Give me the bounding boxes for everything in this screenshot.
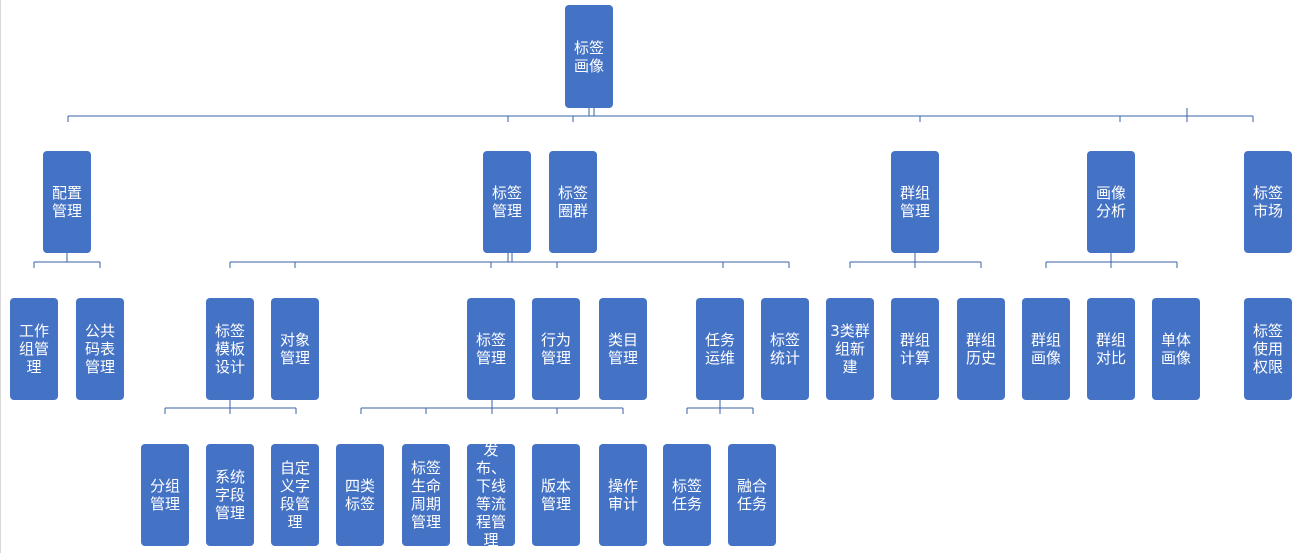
node-label: 标签 生命 周期 管理 [410, 459, 441, 531]
node-label: 标签 任务 [671, 477, 702, 513]
node-label: 标签 画像 [573, 38, 604, 75]
node-label: 单体 画像 [1160, 331, 1191, 367]
node-tag-market[interactable]: 标签 市场 [1244, 151, 1292, 253]
node-group-history[interactable]: 群组 历史 [957, 298, 1005, 400]
node-label: 操作 审计 [607, 477, 638, 513]
node-group-calc[interactable]: 群组 计算 [891, 298, 939, 400]
node-public-code-mgmt[interactable]: 公共 码表 管理 [76, 298, 124, 400]
node-group-portrait[interactable]: 群组 画像 [1022, 298, 1070, 400]
node-label: 融合 任务 [736, 477, 767, 513]
node-label: 群组 管理 [899, 184, 930, 220]
node-single-portrait[interactable]: 单体 画像 [1152, 298, 1200, 400]
node-label: 标签 统计 [769, 331, 800, 367]
node-label: 群组 画像 [1030, 331, 1061, 367]
node-label: 类目 管理 [607, 331, 638, 367]
node-tag-usage-perm[interactable]: 标签 使用 权限 [1244, 298, 1292, 400]
node-label: 标签 使用 权限 [1252, 322, 1283, 376]
node-label: 群组 对比 [1095, 331, 1126, 367]
node-tag-circle[interactable]: 标签 圈群 [549, 151, 597, 253]
node-label: 标签 管理 [475, 331, 506, 367]
node-new-3class-group[interactable]: 3类群 组新 建 [826, 298, 874, 400]
node-label: 群组 历史 [965, 331, 996, 367]
node-label: 标签 模板 设计 [214, 322, 245, 376]
node-label: 群组 计算 [899, 331, 930, 367]
node-root[interactable]: 标签 画像 [565, 5, 613, 108]
node-task-ops[interactable]: 任务 运维 [696, 298, 744, 400]
node-fusion-task[interactable]: 融合 任务 [728, 444, 776, 546]
node-tag-task[interactable]: 标签 任务 [663, 444, 711, 546]
node-tag-lifecycle-mgmt[interactable]: 标签 生命 周期 管理 [402, 444, 450, 546]
node-version-mgmt[interactable]: 版本 管理 [532, 444, 580, 546]
node-object-mgmt[interactable]: 对象 管理 [271, 298, 319, 400]
node-workgroup-mgmt[interactable]: 工作 组管 理 [10, 298, 58, 400]
node-label: 四类 标签 [344, 477, 375, 513]
page-edge-rule [0, 0, 1, 553]
node-config-mgmt[interactable]: 配置 管理 [43, 151, 91, 253]
node-behavior-mgmt[interactable]: 行为 管理 [532, 298, 580, 400]
node-label: 公共 码表 管理 [84, 322, 115, 376]
node-label: 自定 义字 段管 理 [279, 459, 310, 531]
node-label: 画像 分析 [1095, 184, 1126, 220]
node-operation-audit[interactable]: 操作 审计 [599, 444, 647, 546]
node-tag-mgmt[interactable]: 标签 管理 [483, 151, 531, 253]
node-tag-stats[interactable]: 标签 统计 [761, 298, 809, 400]
node-label: 工作 组管 理 [18, 322, 49, 376]
node-custom-field-mgmt[interactable]: 自定 义字 段管 理 [271, 444, 319, 546]
node-publish-offline-flow[interactable]: 发布、 下线 等流 程管 理 [467, 444, 515, 546]
node-label: 分组 管理 [149, 477, 180, 513]
node-four-class-tags[interactable]: 四类 标签 [336, 444, 384, 546]
node-group-mgmt[interactable]: 群组 管理 [891, 151, 939, 253]
node-group-compare[interactable]: 群组 对比 [1087, 298, 1135, 400]
node-label: 发布、 下线 等流 程管 理 [475, 444, 506, 546]
node-label: 标签 圈群 [557, 184, 588, 220]
node-label: 系统 字段 管理 [214, 468, 245, 522]
node-tag-mgmt-sub[interactable]: 标签 管理 [467, 298, 515, 400]
node-system-field-mgmt[interactable]: 系统 字段 管理 [206, 444, 254, 546]
node-label: 版本 管理 [540, 477, 571, 513]
node-category-mgmt[interactable]: 类目 管理 [599, 298, 647, 400]
node-label: 行为 管理 [540, 331, 571, 367]
node-group-mgmt-leaf[interactable]: 分组 管理 [141, 444, 189, 546]
node-tag-template-design[interactable]: 标签 模板 设计 [206, 298, 254, 400]
node-label: 配置 管理 [51, 184, 82, 220]
node-label: 对象 管理 [279, 331, 310, 367]
node-label: 标签 市场 [1252, 184, 1283, 220]
node-portrait-analysis[interactable]: 画像 分析 [1087, 151, 1135, 253]
node-label: 3类群 组新 建 [830, 322, 870, 376]
node-label: 任务 运维 [704, 331, 735, 367]
node-label: 标签 管理 [491, 184, 522, 220]
